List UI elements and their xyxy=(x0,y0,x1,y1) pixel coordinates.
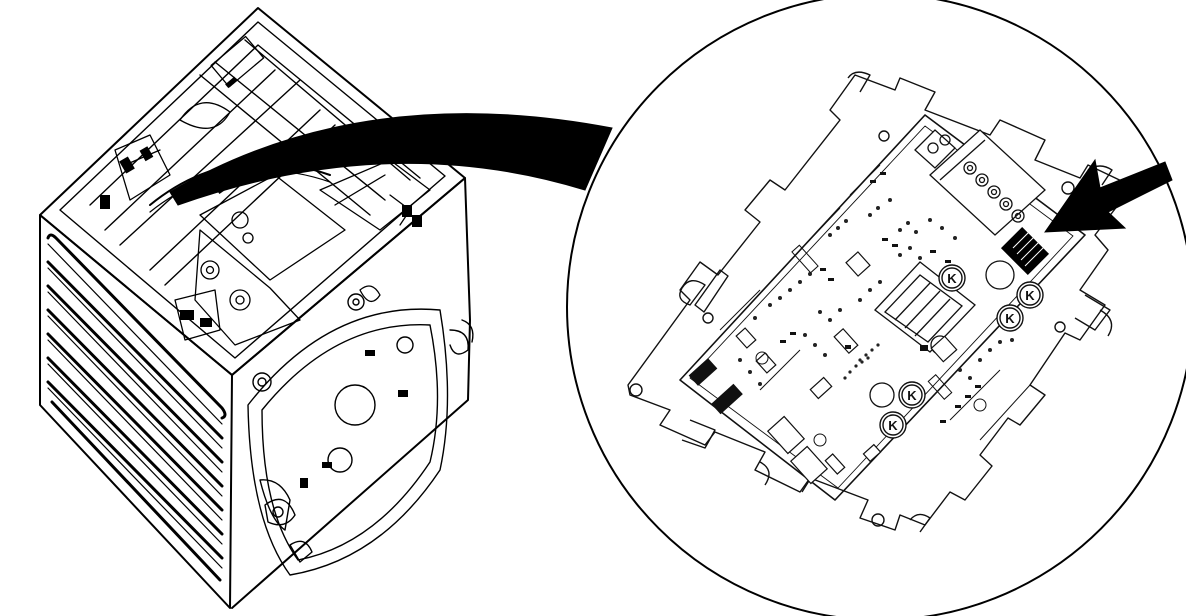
control-board-detail: K K K K K xyxy=(566,0,1186,616)
svg-text:K: K xyxy=(1005,311,1015,326)
pcb-smd-parts xyxy=(780,172,981,423)
cabinet-right-face xyxy=(231,177,471,609)
relay-4: K xyxy=(898,381,926,409)
cabinet-valves xyxy=(264,319,474,563)
connector-block xyxy=(1000,225,1050,276)
relay-3: K xyxy=(996,304,1024,332)
svg-text:K: K xyxy=(907,388,917,403)
relay-5: K xyxy=(879,411,907,439)
cabinet-louvres xyxy=(46,233,227,582)
relay-1: K xyxy=(938,264,966,292)
relay-2: K xyxy=(1016,281,1044,309)
pcb-transformer xyxy=(874,261,976,353)
pcb-terminal-block xyxy=(914,129,1046,236)
target-arrow xyxy=(1044,158,1173,233)
pcb-traces xyxy=(719,164,1031,447)
cabinet-left-face xyxy=(39,214,233,609)
cabinet-drum-panel xyxy=(247,293,469,576)
svg-text:K: K xyxy=(1025,288,1035,303)
svg-text:K: K xyxy=(888,418,898,433)
pcb-relays: K K K K K xyxy=(879,264,1044,439)
svg-text:K: K xyxy=(947,271,957,286)
pcb-smd-dots xyxy=(738,198,1014,386)
detail-pointer-band xyxy=(169,113,613,206)
pcb-headers xyxy=(688,345,928,415)
